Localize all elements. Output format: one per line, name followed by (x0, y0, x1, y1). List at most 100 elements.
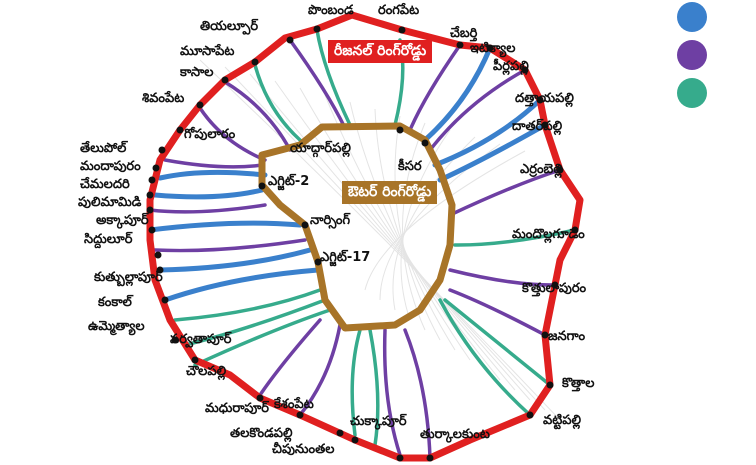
inner-station-dot (258, 182, 266, 190)
purple-radial-road (223, 80, 292, 152)
station-label: ఉమ్మెత్యాల (88, 319, 145, 334)
blue-radial-road (422, 45, 493, 143)
inner-station-label: యాద్గార్‌పల్లి (290, 141, 351, 156)
station-dot (196, 101, 204, 109)
inner-station-dot (421, 139, 429, 147)
station-dot (171, 336, 179, 344)
station-dot (152, 164, 160, 172)
station-label: కేశంపేట (274, 397, 314, 412)
station-dot (486, 44, 494, 52)
inner-station-label: ఎగ్జిట్-2 (268, 174, 310, 189)
station-dot (313, 25, 321, 33)
station-dot (546, 381, 554, 389)
station-dot (398, 26, 406, 34)
blue-radial-road (162, 267, 321, 303)
purple-radial-road (298, 323, 342, 417)
purple-radial-road (382, 328, 402, 457)
blue-radial-road (432, 97, 543, 168)
station-dot (176, 126, 184, 134)
station-label: పర్వతాపూర్ (170, 332, 232, 347)
station-label: చీపునుంతల (272, 442, 335, 457)
green-radial-road (183, 298, 327, 347)
background-road (364, 150, 526, 291)
inner-station-label: ఎగ్జిట్-17 (320, 250, 371, 265)
green-radial-road (438, 298, 532, 417)
station-label: పొంబండ (308, 3, 354, 18)
station-label: జనగాం (548, 329, 586, 344)
station-label: మూసాపేట (180, 44, 235, 59)
purple-radial-road (148, 203, 267, 214)
blue-radial-road (147, 220, 303, 233)
blue-radial-road (157, 169, 268, 181)
station-dot (551, 281, 559, 289)
green-radial-road (443, 298, 552, 387)
station-label: ఎర్రంబెల్లి (520, 162, 563, 177)
purple-radial-road (258, 318, 322, 397)
station-dot (146, 206, 154, 214)
purple-radial-road (153, 238, 307, 253)
background-road (199, 59, 561, 421)
green-radial-road (453, 228, 577, 247)
station-label: పులిమామిడి (78, 195, 142, 210)
station-dot (296, 411, 304, 419)
purple-radial-road (198, 106, 267, 162)
station-label: గోపులారం (184, 127, 236, 142)
station-dot (541, 331, 549, 339)
purple-radial-road (428, 68, 527, 152)
station-label: దాతర్‌పల్లి (512, 119, 563, 134)
station-dot (146, 191, 154, 199)
station-dot (521, 66, 529, 74)
station-dot (161, 296, 169, 304)
station-dot (336, 429, 344, 437)
station-label: కుత్బుల్లాపూర్ (94, 270, 163, 285)
station-label: కొత్తులాపురం (522, 281, 587, 296)
station-label: రంగపేట (378, 3, 420, 18)
station-dot (158, 146, 166, 154)
green-radial-road (350, 328, 362, 437)
green-radial-road (368, 328, 380, 447)
background-road (374, 108, 456, 351)
background-road (274, 80, 516, 391)
station-label: కాసాల (180, 65, 214, 80)
station-label: తలకొండపల్లి (230, 426, 293, 441)
purple-radial-road (288, 38, 347, 130)
station-label: చేబర్తి (450, 26, 478, 41)
station-dot (221, 76, 229, 84)
station-dot (426, 454, 434, 462)
legend-dot-green (677, 78, 707, 108)
green-radial-road (173, 288, 322, 322)
purple-radial-road (163, 158, 264, 169)
station-dot (156, 266, 164, 274)
station-label: అక్కాపూర్ (96, 213, 149, 228)
station-label: తియల్పూర్ (200, 19, 259, 34)
station-dot (456, 41, 464, 49)
blue-radial-road (437, 122, 548, 183)
station-dot (571, 226, 579, 234)
station-label: తేలుపోల్ (80, 141, 127, 156)
station-label: మందొల్లగూడెం (512, 227, 585, 242)
inner-station-dot (314, 258, 322, 266)
station-dot (396, 454, 404, 462)
blue-radial-road (157, 247, 313, 273)
background-road (402, 122, 426, 331)
station-dot (556, 166, 564, 174)
regional-ring-road (146, 11, 584, 462)
purple-radial-road (448, 168, 562, 217)
outer-ring-road-label: ఔటర్ రింగ్‌రోడ్డు (342, 181, 438, 204)
station-dot (256, 394, 264, 402)
inner-station-dot (301, 221, 309, 229)
outer-ring-road (258, 122, 456, 332)
station-dot (536, 96, 544, 104)
background-road (249, 73, 531, 401)
station-label: మధురాపూర్ (205, 401, 269, 416)
station-dot (286, 36, 294, 44)
station-label: పీర్లపల్లి (493, 59, 529, 74)
station-dot (351, 436, 359, 444)
station-dot (148, 176, 156, 184)
inner-station-dot (396, 126, 404, 134)
green-radial-road (315, 28, 352, 127)
purple-radial-road (403, 328, 432, 460)
green-radial-road (253, 63, 302, 142)
station-label: చౌలపల్లి (186, 364, 227, 379)
